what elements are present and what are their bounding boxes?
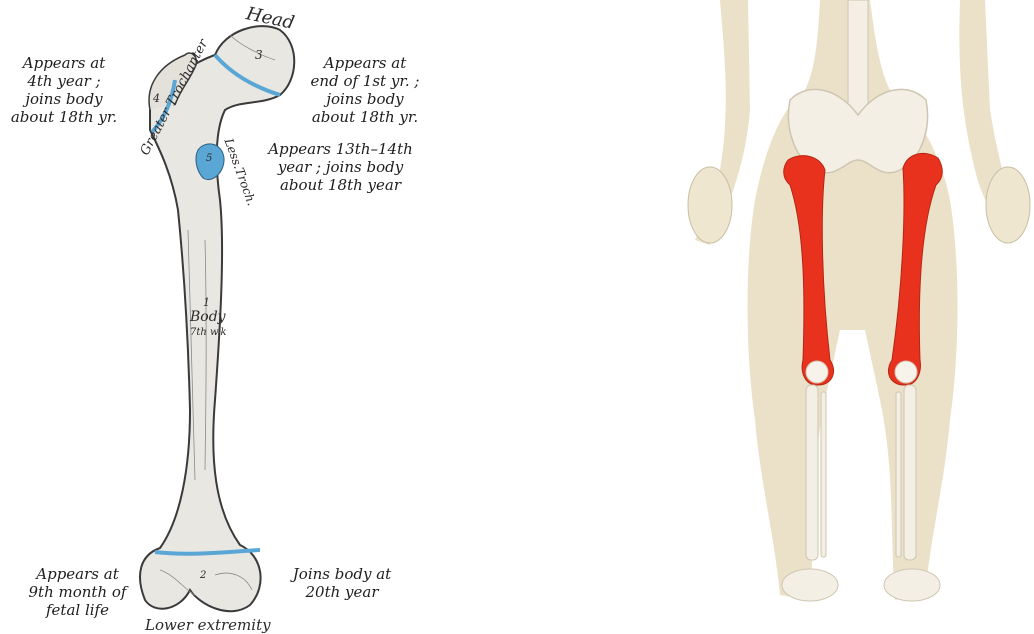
left-foot xyxy=(782,569,838,601)
left-knee xyxy=(806,361,828,383)
lower-right-annotation: Joins body at 20th year xyxy=(282,565,402,601)
greater-trochanter-annotation: Appears at 4th year ; joins body about 1… xyxy=(4,54,124,126)
right-foot xyxy=(884,569,940,601)
right-tibia xyxy=(904,385,916,560)
spine xyxy=(848,0,868,120)
head-number: 3 xyxy=(255,48,263,62)
right-hand xyxy=(986,167,1030,243)
left-tibia xyxy=(806,385,818,560)
body-femur-illustration xyxy=(520,0,1034,634)
femur-ossification-diagram: Head 3 Greater Trochanter 4 Less.Troch. … xyxy=(0,0,520,634)
body-drawing xyxy=(520,0,1034,634)
greater-trochanter-number: 4 xyxy=(153,92,160,105)
lesser-trochanter-annotation: Appears 13th–14th year ; joins body abou… xyxy=(258,140,423,194)
left-fibula xyxy=(821,392,826,557)
body-number: 1 xyxy=(203,296,210,309)
lower-number: 2 xyxy=(200,570,206,581)
right-fibula xyxy=(896,392,901,557)
lower-extremity-label: Lower extremity xyxy=(145,616,271,634)
body-time-label: 7th w.k xyxy=(190,327,227,338)
less-troch-number: 5 xyxy=(206,153,212,164)
left-hand xyxy=(688,167,732,243)
head-annotation: Appears at end of 1st yr. ; joins body a… xyxy=(300,54,430,126)
right-knee xyxy=(895,361,917,383)
lower-left-annotation: Appears at 9th month of fetal life xyxy=(20,565,135,619)
body-label: Body xyxy=(190,309,226,325)
